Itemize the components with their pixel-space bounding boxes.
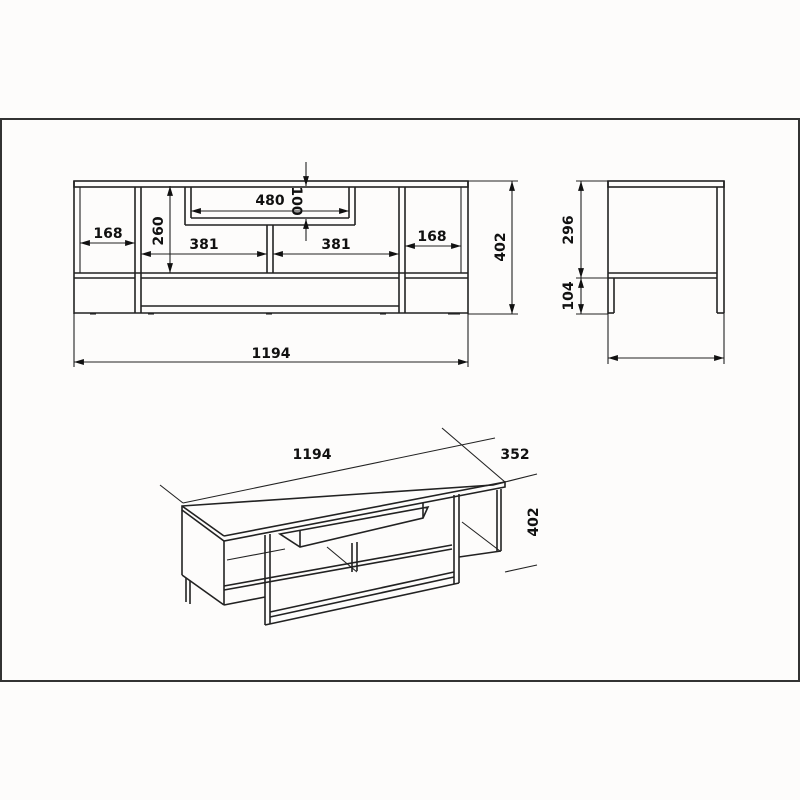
dim-right-compartment-width: 168 — [417, 229, 446, 245]
dim-top-shelf-height: 100 — [288, 186, 304, 215]
dim-center-left-width: 381 — [189, 237, 218, 253]
dim-top-shelf-width: 480 — [255, 193, 284, 209]
iso-depth-label: 352 — [500, 447, 529, 463]
side-view: 296 104 — [561, 180, 725, 364]
iso-height-label: 402 — [526, 507, 542, 536]
front-view: 168 381 381 168 480 1194 260 100 402 — [73, 162, 518, 367]
iso-width-label: 1194 — [293, 447, 332, 463]
dim-center-right-width: 381 — [321, 237, 350, 253]
isometric-view: 1194 352 402 — [159, 427, 542, 626]
dim-upper-height: 296 — [561, 215, 577, 244]
dim-left-compartment-width: 168 — [93, 226, 122, 242]
dim-overall-width: 1194 — [252, 346, 291, 362]
drawing-frame — [0, 118, 800, 682]
dim-leg-height: 104 — [561, 281, 577, 310]
dim-center-height: 260 — [151, 216, 167, 245]
dim-overall-height: 402 — [493, 232, 509, 261]
